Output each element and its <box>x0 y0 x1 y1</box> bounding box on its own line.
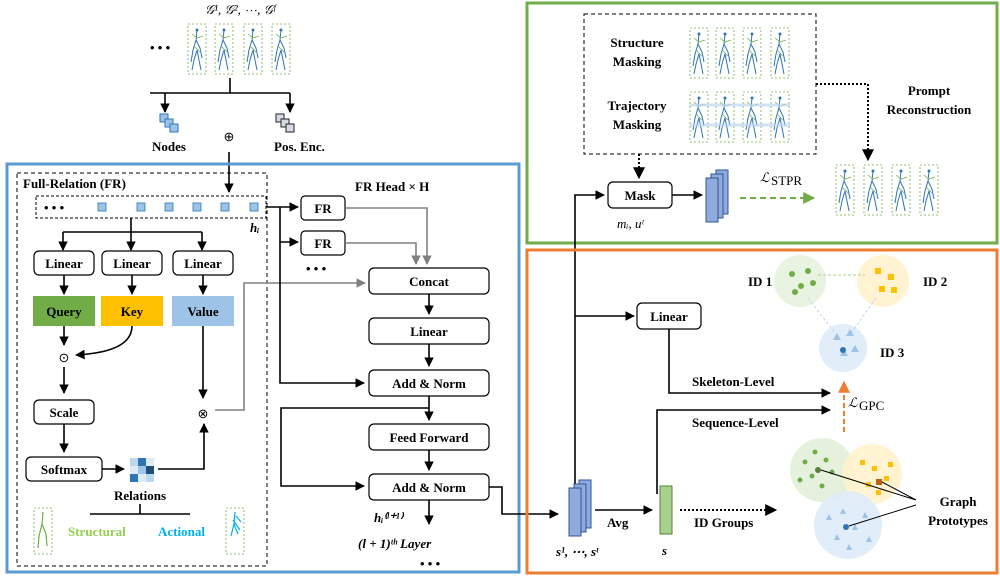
loss-stpr-sub: STPR <box>771 173 802 188</box>
sequence-features-label: s¹, ⋯, sᵗ <box>555 544 599 559</box>
softmax-block: Softmax <box>25 456 103 482</box>
relations-label: Relations <box>114 488 166 503</box>
svg-text:Add & Norm: Add & Norm <box>392 376 466 391</box>
svg-text:Key: Key <box>121 304 144 319</box>
token-row <box>35 195 267 219</box>
id-2-label: ID 2 <box>923 274 947 289</box>
svg-text:Value: Value <box>187 304 219 319</box>
loss-gpc: ℒ <box>848 395 858 410</box>
linear-k: Linear <box>101 250 163 276</box>
svg-text:Scale: Scale <box>50 405 79 420</box>
linear-q: Linear <box>33 250 95 276</box>
trajectory-masking-l1: Trajectory <box>608 98 667 113</box>
svg-text:FR: FR <box>314 201 332 216</box>
sequence-features-blocks <box>568 479 592 537</box>
linear-contrast-block: Linear <box>636 302 702 330</box>
h-i-label: hᵢ <box>250 220 259 235</box>
svg-text:Mask: Mask <box>624 188 656 203</box>
add-symbol: ⊕ <box>224 129 235 144</box>
fr-head-1: FR <box>300 195 346 221</box>
id-clusters <box>774 255 909 372</box>
actional-label: Actional <box>158 524 205 539</box>
nodes-label: Nodes <box>152 139 186 154</box>
linear-block: Linear <box>368 317 490 345</box>
sequence-level-label: Sequence-Level <box>692 415 779 430</box>
svg-text:Softmax: Softmax <box>41 462 88 477</box>
s-block <box>659 485 673 535</box>
fr-head-2: FR <box>300 230 346 256</box>
skeleton-level-label: Skeleton-Level <box>692 374 775 389</box>
structural-label: Structural <box>68 524 126 539</box>
avg-label: Avg <box>607 515 629 530</box>
mask-block: Mask <box>607 181 673 209</box>
scale-block: Scale <box>33 399 95 425</box>
structure-masking-l2: Masking <box>613 54 662 69</box>
dot-product-symbol: ⊙ <box>59 350 70 365</box>
encoder-frame <box>5 162 521 574</box>
svg-text:Linear: Linear <box>113 256 151 271</box>
key-block: Key <box>101 296 163 326</box>
svg-text:Query: Query <box>46 304 82 319</box>
h-next-label: hᵢ⁽ˡ⁺¹⁾ <box>374 510 405 525</box>
loss-stpr: ℒ <box>760 170 770 185</box>
id-1-label: ID 1 <box>748 274 772 289</box>
svg-text:Feed Forward: Feed Forward <box>389 430 469 445</box>
svg-text:Linear: Linear <box>184 256 222 271</box>
concat-block: Concat <box>368 267 490 295</box>
linear-v: Linear <box>172 250 234 276</box>
add-norm-2: Add & Norm <box>368 473 490 501</box>
id-3-label: ID 3 <box>880 345 905 360</box>
input-ellipsis: • • • <box>150 40 171 55</box>
weighted-sum-symbol: ⊗ <box>198 406 209 421</box>
heads-ellipsis: • • • <box>306 261 327 276</box>
graph-prototypes-clusters <box>790 438 917 559</box>
graph-prototypes-l1: Graph <box>940 494 978 509</box>
actional-skeleton-icon <box>225 507 245 555</box>
prompt-frame <box>525 1 999 245</box>
svg-text:Concat: Concat <box>409 274 449 289</box>
pos-enc-label: Pos. Enc. <box>274 139 325 154</box>
masked-sequence-blocks <box>705 169 729 223</box>
svg-text:Linear: Linear <box>650 309 688 324</box>
loss-gpc-sub: GPC <box>859 398 884 413</box>
value-block: Value <box>172 296 234 326</box>
nodes-icon <box>159 113 179 133</box>
input-graphs: 𝒢¹, 𝒢², ⋯, 𝒢ᶠ • • • <box>150 2 291 75</box>
feed-forward-block: Feed Forward <box>368 423 490 451</box>
id-groups-label: ID Groups <box>694 515 753 530</box>
graph-prototypes-l2: Prototypes <box>928 513 988 528</box>
fr-head-label: FR Head × H <box>355 179 429 194</box>
mask-vars: mᵢ, uᵗ <box>617 216 644 231</box>
s-label: s <box>661 543 667 558</box>
add-norm-1: Add & Norm <box>368 369 490 397</box>
trajectory-masking-l2: Masking <box>613 117 662 132</box>
svg-text:Linear: Linear <box>410 324 448 339</box>
layer-ellipsis: • • • <box>420 556 441 571</box>
svg-text:Linear: Linear <box>45 256 83 271</box>
token-ellipsis: • • • <box>44 200 65 215</box>
graphs-label: 𝒢¹, 𝒢², ⋯, 𝒢ᶠ <box>205 2 277 17</box>
pos-enc-icon <box>275 113 295 133</box>
structure-masking-l1: Structure <box>610 35 663 50</box>
svg-text:FR: FR <box>314 236 332 251</box>
relations-matrix <box>130 458 154 482</box>
fr-title: Full-Relation (FR) <box>23 176 126 191</box>
structural-skeleton-icon <box>33 507 53 555</box>
contrast-frame <box>525 248 999 575</box>
query-block: Query <box>33 296 95 326</box>
prompt-reconstruction-l2: Reconstruction <box>887 102 972 117</box>
prompt-reconstruction-l1: Prompt <box>908 83 951 98</box>
svg-text:Add & Norm: Add & Norm <box>392 480 466 495</box>
layer-label: (l + 1)ᵗʰ Layer <box>358 536 432 551</box>
